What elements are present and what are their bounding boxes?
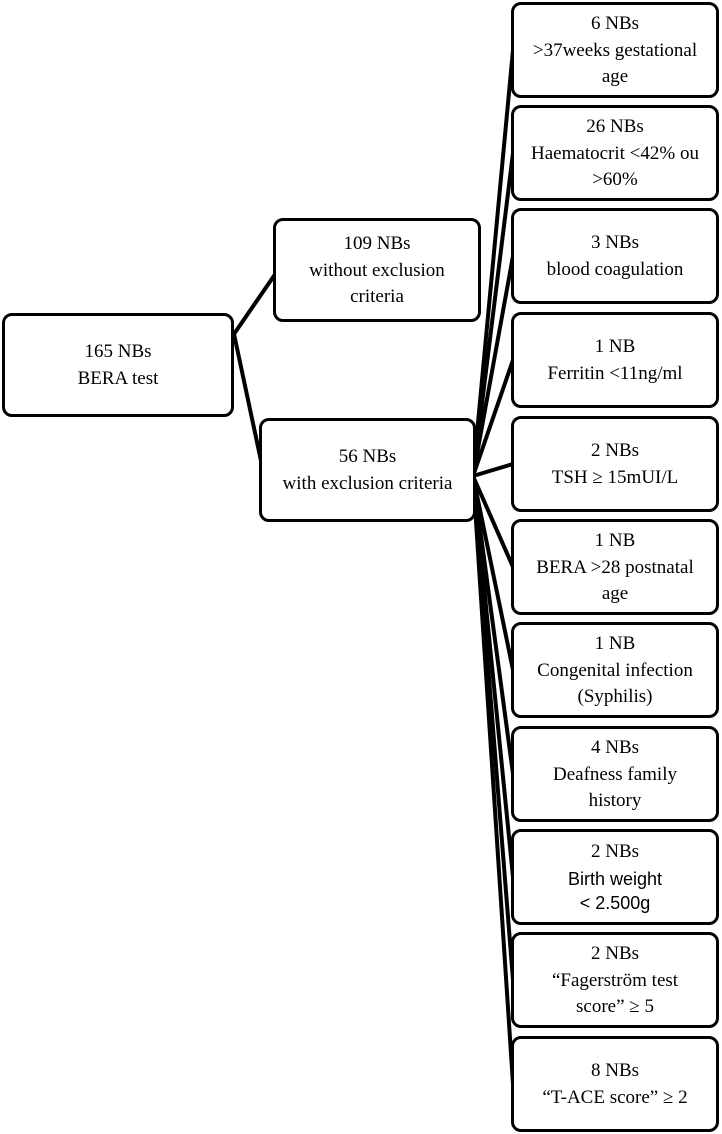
connector-to-criterion [471, 462, 515, 478]
criterion-count: 1 NB [594, 529, 636, 551]
criterion-count: 1 NB [594, 632, 636, 654]
criterion-label-line: Deafness family [553, 764, 677, 786]
without-line-1: without exclusion [309, 260, 445, 282]
with-line-1: with exclusion criteria [282, 473, 453, 494]
criterion-label-line: Congenital infection [537, 660, 693, 682]
criterion-label-line: age [601, 65, 629, 87]
criterion-label-line: score” ≥ 5 [576, 995, 654, 1017]
criterion-label-line: “T-ACE score” ≥ 2 [542, 1087, 688, 1108]
connector-to-criterion [471, 151, 515, 478]
criterion-label-line: >37weeks gestational [532, 40, 698, 62]
criterion-count: 8 NBs [590, 1059, 640, 1081]
without-exclusion-node: 109 NBs without exclusion criteria [273, 218, 481, 322]
criterion-count: 3 NBs [590, 231, 640, 253]
criterion-node: 2 NBs “Fagerström test score” ≥ 5 [511, 932, 719, 1028]
criterion-label-line: Ferritin <11ng/ml [547, 363, 683, 384]
connector-to-criterion [471, 474, 515, 569]
criterion-count: 2 NBs [590, 942, 640, 964]
root-count: 165 NBs [84, 340, 152, 362]
criterion-label-line: BERA >28 postnatal [536, 557, 694, 579]
criterion-label-line: TSH ≥ 15mUI/L [551, 467, 679, 488]
criterion-label-line: Birth weight [567, 868, 663, 889]
criterion-label-line: “Fagerström test [551, 970, 679, 992]
criterion-label-line: (Syphilis) [577, 685, 653, 707]
without-line-2: criteria [350, 285, 404, 307]
criterion-node: 1 NB BERA >28 postnatal age [511, 519, 719, 615]
without-count: 109 NBs [343, 232, 411, 254]
criterion-count: 2 NBs [590, 439, 640, 461]
connector-root-to-without [232, 268, 280, 336]
criterion-count: 6 NBs [590, 12, 640, 34]
root-node: 165 NBs BERA test [2, 313, 234, 417]
criterion-label-line: Haematocrit <42% ou [531, 143, 699, 165]
criterion-count: 26 NBs [586, 115, 644, 137]
criterion-node: 6 NBs >37weeks gestational age [511, 2, 719, 98]
connector-to-criterion [471, 254, 515, 478]
criterion-label-line: >60% [592, 168, 638, 190]
connector-to-criterion [471, 474, 515, 1086]
criterion-label-line: blood coagulation [546, 259, 684, 280]
criterion-node: 3 NBs blood coagulation [511, 208, 719, 304]
criterion-label-line: < 2.500g [579, 892, 651, 913]
criterion-node: 1 NB Congenital infection (Syphilis) [511, 622, 719, 718]
with-count: 56 NBs [338, 445, 397, 467]
root-label: BERA test [77, 368, 159, 389]
connector-to-criterion [471, 48, 515, 478]
connector-to-criterion [471, 358, 515, 478]
criterion-count: 1 NB [594, 335, 636, 357]
criterion-count: 2 NBs [590, 841, 640, 863]
connector-to-criterion [471, 474, 515, 672]
criterion-count: 4 NBs [590, 736, 640, 758]
criterion-node: 8 NBs “T-ACE score” ≥ 2 [511, 1036, 719, 1132]
criterion-node: 1 NB Ferritin <11ng/ml [511, 312, 719, 408]
criterion-label-line: age [601, 582, 629, 604]
criterion-label-line: history [588, 789, 642, 811]
with-exclusion-node: 56 NBs with exclusion criteria [259, 418, 476, 522]
